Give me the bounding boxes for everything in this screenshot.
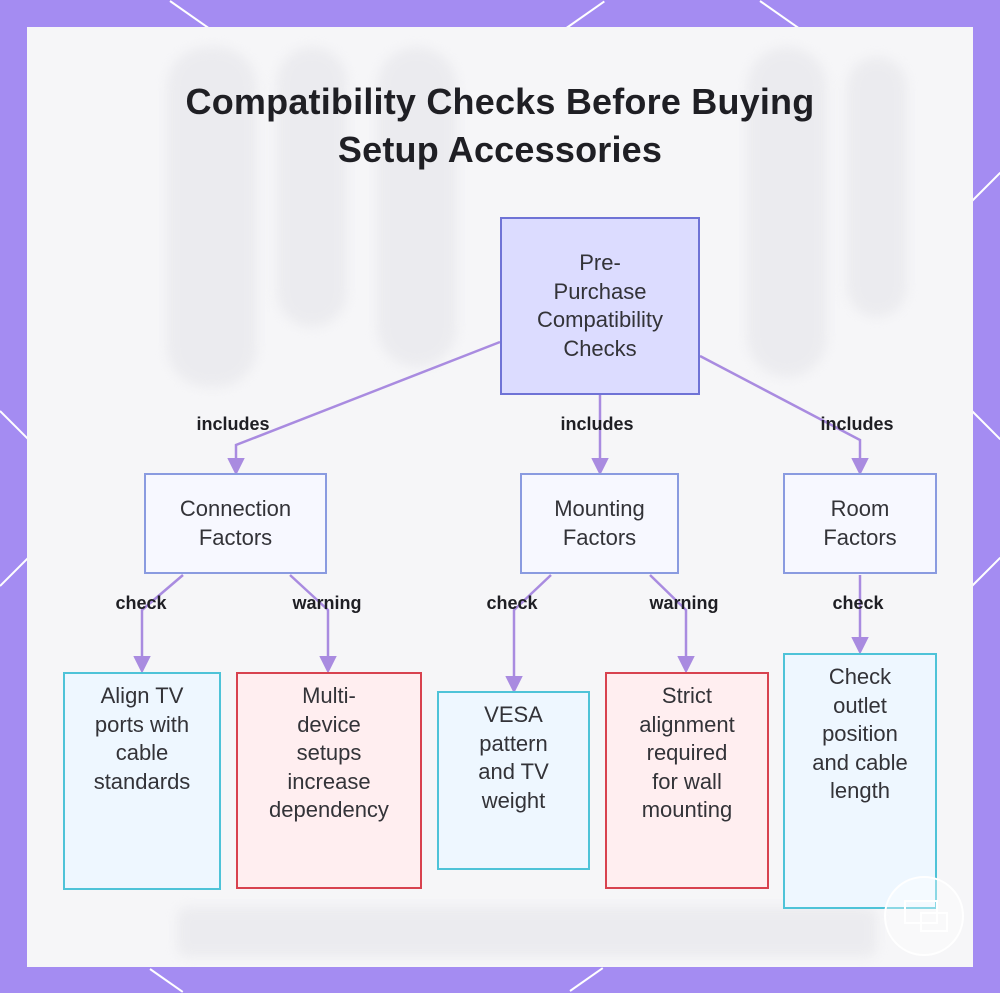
edge-mounting-vesa — [505, 574, 552, 694]
node-text: Purchase — [553, 278, 647, 304]
edge-root-room — [699, 354, 869, 476]
title-line-1: Compatibility Checks Before Buying — [185, 81, 815, 122]
node-text: device — [297, 711, 361, 737]
edge-label-warning: warning — [649, 593, 719, 613]
background-shape — [277, 47, 347, 327]
screens-logo-icon — [884, 876, 964, 956]
node-text: and cable — [812, 749, 908, 775]
node-text: Checks — [563, 335, 637, 361]
edge-label-includes: includes — [560, 414, 634, 434]
node-text: dependency — [269, 797, 389, 822]
node-text: Room — [830, 496, 890, 521]
node-vesa-pattern: VESA pattern and TV weight — [437, 691, 590, 870]
node-check-outlet-position: Check outlet position and cable length — [783, 653, 937, 909]
node-align-tv-ports: Align TV ports with cable standards — [63, 672, 221, 890]
background-shape — [167, 47, 257, 387]
edge-label-includes: includes — [196, 414, 270, 434]
edge-connection-align — [133, 574, 184, 674]
edge-label-check: check — [486, 593, 538, 613]
edge-label-check: check — [115, 593, 167, 613]
node-text: and TV — [478, 759, 549, 784]
edge-mounting-strict — [649, 574, 695, 674]
background-shape — [377, 47, 457, 367]
background-shape — [747, 47, 827, 377]
node-text: Factors — [562, 524, 637, 550]
edge-label-includes: includes — [820, 414, 894, 434]
node-text: length — [830, 778, 890, 803]
diagram-title: Compatibility Checks Before Buying Setup… — [0, 78, 1000, 174]
node-text: Multi- — [302, 683, 356, 708]
node-mounting-factors: Mounting Factors — [520, 473, 679, 574]
node-text: Connection — [179, 496, 292, 521]
node-text: Mounting — [554, 496, 645, 521]
node-strict-alignment: Strict alignment required for wall mount… — [605, 672, 769, 889]
node-text: required — [646, 740, 728, 765]
node-text: Align TV — [100, 683, 184, 708]
node-text: for wall — [652, 768, 722, 794]
node-text: alignment — [639, 711, 735, 737]
edge-label-warning: warning — [292, 593, 362, 613]
node-text: Check — [828, 664, 892, 689]
node-text: Pre- — [579, 250, 621, 275]
screen-icon — [920, 912, 948, 932]
node-text: mounting — [641, 797, 733, 822]
node-text: pattern — [479, 730, 548, 756]
node-multi-device-setups: Multi- device setups increase dependency — [236, 672, 422, 889]
edge-root-connection — [227, 340, 501, 476]
edge-label-check: check — [832, 593, 884, 613]
background-shape — [847, 57, 907, 317]
node-text: position — [822, 721, 898, 746]
edge-connection-multi — [289, 574, 337, 674]
node-text: Factors — [198, 524, 273, 550]
node-text: ports with — [94, 711, 190, 737]
node-text: increase — [287, 768, 371, 794]
node-room-factors: Room Factors — [783, 473, 937, 574]
node-text: setups — [296, 740, 362, 765]
node-text: outlet — [833, 692, 887, 718]
title-line-2: Setup Accessories — [337, 129, 663, 170]
node-text: standards — [93, 768, 191, 794]
node-text: cable — [115, 740, 169, 765]
node-text: VESA — [484, 702, 543, 727]
node-text: weight — [481, 787, 546, 813]
background-shape — [177, 907, 877, 957]
node-connection-factors: Connection Factors — [144, 473, 327, 574]
node-text: Compatibility — [537, 307, 663, 332]
node-pre-purchase-compatibility-checks: Pre- Purchase Compatibility Checks — [500, 217, 700, 395]
node-text: Strict — [661, 683, 713, 708]
node-text: Factors — [823, 524, 897, 550]
